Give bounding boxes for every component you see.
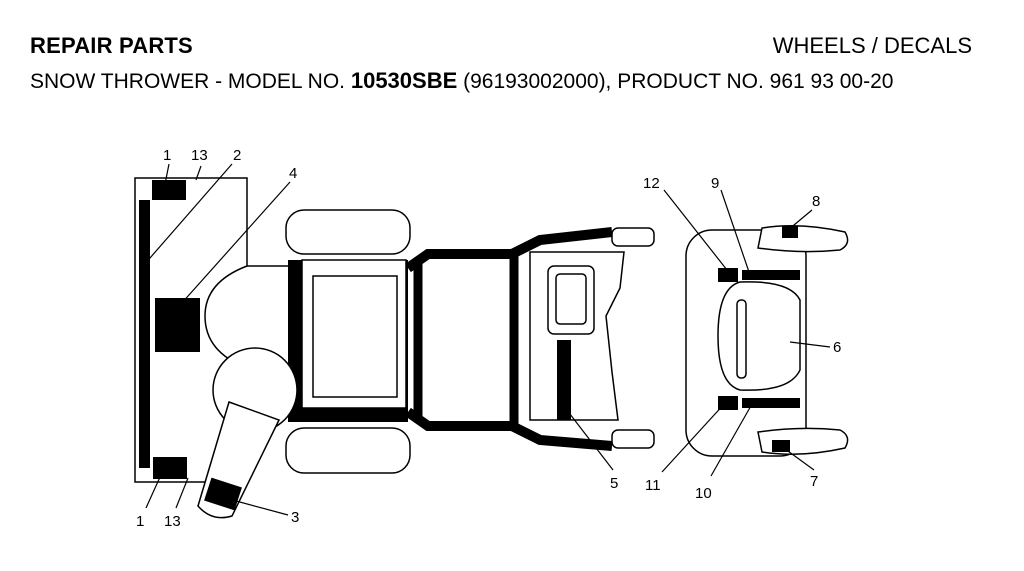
decal-4 — [155, 298, 200, 352]
handle-grip-lower — [611, 429, 655, 449]
callout-13-bottom: 13 — [164, 513, 181, 530]
wheel-lower — [285, 427, 411, 474]
rear-handle-lower — [757, 427, 849, 455]
section-title: WHEELS / DECALS — [772, 33, 972, 58]
callout-1-bottom: 1 — [136, 513, 144, 530]
callout-8: 8 — [812, 193, 820, 210]
snow-thrower-top-view — [134, 177, 849, 519]
callout-11: 11 — [645, 477, 661, 494]
engine-window — [312, 275, 398, 398]
callout-5: 5 — [610, 475, 618, 492]
callout-12: 12 — [643, 175, 660, 192]
decal-11 — [718, 396, 738, 410]
decal-3 — [204, 477, 242, 511]
rear-handle-upper — [757, 225, 849, 253]
decal-12 — [718, 268, 738, 282]
model-number: 10530SBE — [350, 68, 458, 93]
callout-7: 7 — [810, 473, 818, 490]
panel-window-inner — [555, 273, 587, 325]
callout-2: 2 — [233, 147, 241, 164]
decal-9 — [742, 270, 800, 280]
decal-1-top — [152, 180, 186, 200]
model-subtitle: SNOW THROWER - MODEL NO. 10530SBE (96193… — [30, 68, 893, 94]
callout-6: 6 — [833, 339, 841, 356]
page-title: REPAIR PARTS — [30, 33, 193, 58]
subtitle-prefix: SNOW THROWER - MODEL NO. — [30, 70, 351, 93]
decal-1-bottom — [153, 457, 187, 479]
rear-engine-cover — [717, 281, 801, 391]
callout-13-top: 13 — [191, 147, 208, 164]
leader-lines — [142, 163, 831, 516]
callout-9: 9 — [711, 175, 719, 192]
decal-5 — [557, 340, 571, 420]
subtitle-suffix: (96193002000), PRODUCT NO. 961 93 00-20 — [457, 70, 894, 93]
callout-10: 10 — [695, 485, 712, 502]
decal-8 — [782, 226, 798, 238]
callout-3: 3 — [291, 509, 299, 526]
rear-engine-vent — [736, 299, 747, 379]
callout-1-top: 1 — [163, 147, 171, 164]
decal-10 — [742, 398, 800, 408]
decal-2-strip — [139, 200, 150, 468]
handle-grip-upper — [611, 227, 655, 247]
callout-4: 4 — [289, 165, 297, 182]
wheel-upper — [285, 209, 411, 255]
